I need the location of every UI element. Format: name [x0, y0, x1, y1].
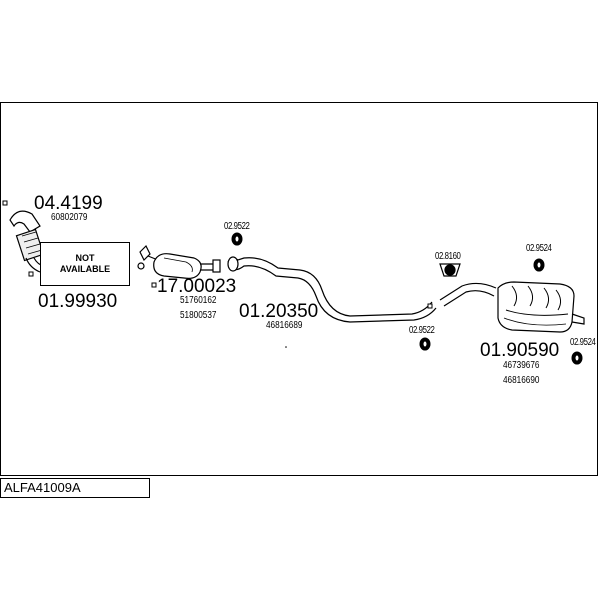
gasket-drawing: G	[439, 263, 461, 277]
marker-square	[28, 271, 34, 277]
part-number-center-pipe[interactable]: 01.20350	[239, 301, 319, 322]
oem-number: 46739676	[503, 360, 540, 371]
marker-square	[2, 200, 8, 206]
fitting-label-clamp-a[interactable]: 02.9522	[224, 221, 250, 232]
diagram-frame	[0, 102, 598, 476]
fitting-label-gasket[interactable]: 02.8160	[435, 251, 461, 262]
marker-square	[151, 282, 157, 288]
rear-silencer-drawing	[439, 281, 585, 333]
part-number-catalyst-na[interactable]: 01.99930	[38, 291, 118, 312]
not-available-box: NOT AVAILABLE	[40, 242, 130, 286]
clamp-a-drawing	[231, 232, 243, 246]
front-pipe-drawing	[9, 210, 45, 273]
oem-number: 51760162	[180, 295, 217, 306]
not-available-line1: NOT	[75, 253, 95, 263]
marker-square	[427, 303, 433, 309]
diagram-code-box: ALFA41009A	[0, 478, 150, 498]
oem-number: 46816689	[266, 320, 303, 331]
rubber-b-drawing	[571, 351, 583, 365]
rubber-a-drawing	[533, 258, 545, 272]
center-pipe-drawing	[227, 256, 437, 323]
dot-mark	[285, 346, 287, 348]
not-available-line2: AVAILABLE	[59, 264, 111, 274]
fitting-label-clamp-b[interactable]: 02.9522	[409, 325, 435, 336]
fitting-label-rubber-b[interactable]: 02.9524	[570, 337, 596, 348]
part-number-front-pipe[interactable]: 04.4199	[34, 193, 103, 214]
oem-number: 46816690	[503, 375, 540, 386]
oem-number: 60802079	[51, 212, 88, 223]
oem-number: 51800537	[180, 310, 217, 321]
part-number-rear-silencer[interactable]: 01.90590	[480, 340, 560, 361]
svg-text:G: G	[447, 268, 452, 275]
clamp-b-drawing	[419, 337, 431, 351]
diagram-code: ALFA41009A	[4, 480, 81, 495]
part-number-catalyst[interactable]: 17.00023	[157, 276, 237, 297]
catalyst-drawing	[137, 244, 221, 279]
fitting-label-rubber-a[interactable]: 02.9524	[526, 243, 552, 254]
